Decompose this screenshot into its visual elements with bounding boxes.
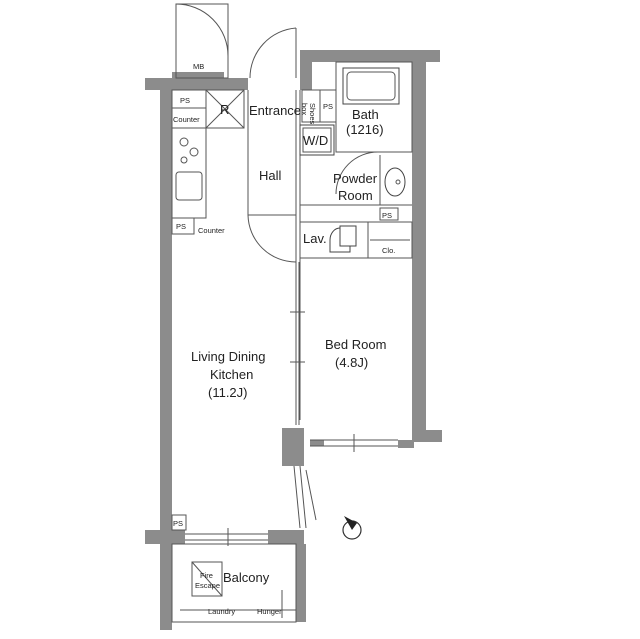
compass-icon xyxy=(342,516,362,540)
bedroom-label: Bed Room xyxy=(325,337,386,352)
bedroom-size: (4.8J) xyxy=(335,355,368,370)
ps-label-powder: PS xyxy=(382,211,392,220)
ps-label-kitchen-2: PS xyxy=(176,222,186,231)
walls xyxy=(145,50,442,630)
powder-label-1: Powder xyxy=(333,171,378,186)
ps-label-bath: PS xyxy=(323,102,333,111)
entrance-label: Entrance xyxy=(249,103,301,118)
counter-label-1: Counter xyxy=(173,115,200,124)
mb-label: MB xyxy=(193,62,204,71)
lav-label: Lav. xyxy=(303,231,327,246)
balcony-label: Balcony xyxy=(223,570,270,585)
ps-label-kitchen: PS xyxy=(180,96,190,105)
partitions xyxy=(171,61,413,623)
hall-label: Hall xyxy=(259,168,282,183)
bath-label: Bath xyxy=(352,107,379,122)
fire-escape-label-2: Escape xyxy=(195,581,220,590)
ldk-label-2: Kitchen xyxy=(210,367,253,382)
hunger-label: Hunger xyxy=(257,607,282,616)
wd-label: W/D xyxy=(303,133,328,148)
entrance-door xyxy=(249,27,297,79)
counter-label-2: Counter xyxy=(198,226,225,235)
room-labels: Living Dining Kitchen (11.2J) Bed Room (… xyxy=(191,103,386,585)
bath-size: (1216) xyxy=(346,122,384,137)
ps-label-ldk: PS xyxy=(173,519,183,528)
meter-box: MB xyxy=(175,3,229,79)
laundry-label: Laundry xyxy=(208,607,235,616)
clo-label: Clo. xyxy=(382,246,395,255)
small-labels: R PS Counter PS Counter Shoes box PS PS … xyxy=(173,96,395,616)
ldk-label-1: Living Dining xyxy=(191,349,265,364)
kitchen-counter xyxy=(171,89,245,235)
shoes-box-label-2: box xyxy=(300,103,309,115)
fridge-label: R xyxy=(220,102,229,117)
powder-label-2: Room xyxy=(338,188,373,203)
fire-escape-label-1: Fire xyxy=(200,571,213,580)
shoes-box-label-1: Shoes xyxy=(308,103,317,125)
ldk-size: (11.2J) xyxy=(208,385,248,400)
